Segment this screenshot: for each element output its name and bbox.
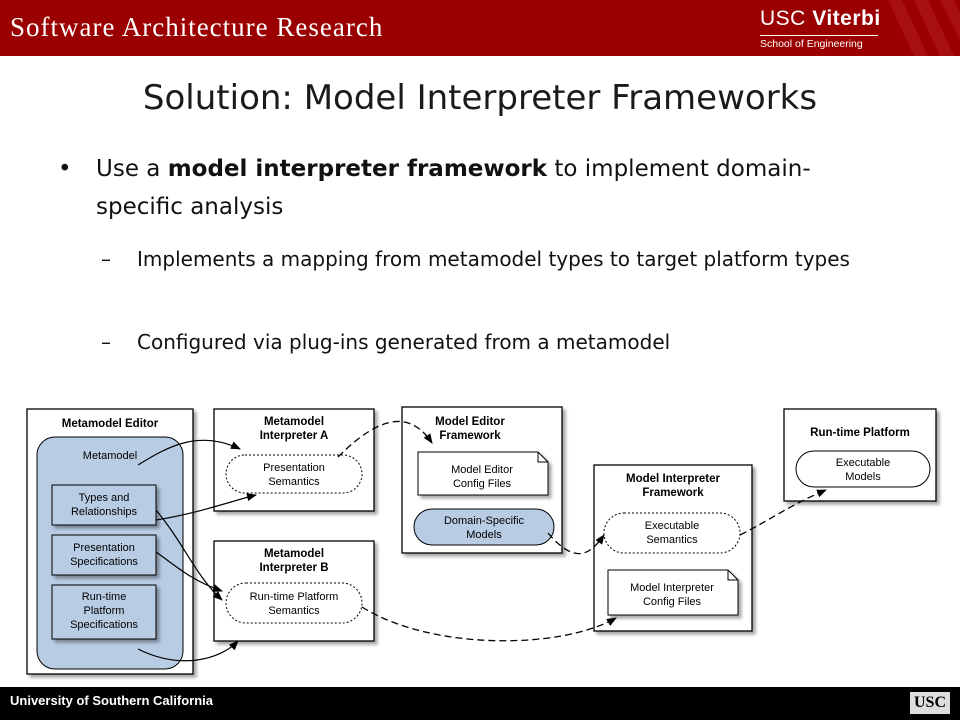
interpreter-b-title-1: Metamodel xyxy=(264,548,324,560)
solid-connectors xyxy=(137,439,257,662)
model-interpreter-config-doc xyxy=(607,569,739,616)
executable-semantics-label-2: Semantics xyxy=(646,534,698,546)
interpreter-a-title-2: Interpreter A xyxy=(260,430,329,442)
model-editor-framework-box: Model Editor Framework Model Editor Conf… xyxy=(401,406,563,554)
interpreter-b-box: Metamodel Interpreter B Run-time Platfor… xyxy=(213,540,375,642)
footer-bar: University of Southern California USC xyxy=(0,687,960,720)
metamodel-editor-box: Metamodel Editor Metamodel Types and Rel… xyxy=(26,408,194,675)
domain-specific-models-node xyxy=(413,508,555,546)
interpreter-a-box: Metamodel Interpreter A Presentation Sem… xyxy=(213,408,375,512)
sub-bullet-text: Implements a mapping from metamodel type… xyxy=(137,247,850,271)
executable-models-label-1: Executable xyxy=(836,457,890,469)
dashed-connectors xyxy=(337,420,827,642)
model-editor-title-1: Model Editor xyxy=(435,416,505,428)
bullet-dot: • xyxy=(58,156,72,182)
executable-semantics-node xyxy=(603,512,741,554)
usc-footer-logo: USC xyxy=(910,692,950,714)
runtime-specs-label-1: Run-time xyxy=(82,591,127,603)
types-relationships-box xyxy=(51,484,157,526)
presentation-specs-label-2: Specifications xyxy=(70,556,138,568)
bullet-text-pre: Use a xyxy=(96,156,168,182)
header-title: Software Architecture Research xyxy=(10,12,384,42)
bullet-text-post: to implement domain-specific analysis xyxy=(96,156,811,220)
runtime-semantics-label-1: Run-time Platform xyxy=(250,591,339,603)
architecture-diagram: Metamodel Editor Metamodel Types and Rel… xyxy=(26,406,937,675)
model-interpreter-title-1: Model Interpreter xyxy=(626,473,720,485)
bullet-main: • Use a model interpreter framework to i… xyxy=(58,150,896,226)
types-label-1: Types and xyxy=(79,492,130,504)
runtime-specs-label-2: Platform xyxy=(84,605,125,617)
runtime-semantics-label-2: Semantics xyxy=(268,605,320,617)
domain-models-label-1: Domain-Specific xyxy=(444,515,525,527)
model-editor-config-label-2: Config Files xyxy=(453,478,512,490)
metamodel-label: Metamodel xyxy=(83,450,137,462)
sub-bullet-text: Configured via plug-ins generated from a… xyxy=(137,330,671,354)
runtime-platform-box: Run-time Platform Executable Models xyxy=(783,408,937,502)
presentation-specs-label-1: Presentation xyxy=(73,542,135,554)
presentation-semantics-label-1: Presentation xyxy=(263,462,325,474)
runtime-specs-label-3: Specifications xyxy=(70,619,138,631)
presentation-semantics-node xyxy=(225,454,363,494)
usc-viterbi-logo: USC Viterbi School of Engineering xyxy=(760,7,881,50)
executable-models-label-2: Models xyxy=(845,471,881,483)
metamodel-editor-title: Metamodel Editor xyxy=(62,418,159,430)
dash-mark: – xyxy=(101,247,111,271)
header-decoration xyxy=(888,0,960,56)
presentation-specs-box xyxy=(51,534,157,576)
domain-models-label-2: Models xyxy=(466,529,502,541)
bullet-text-bold: model interpreter framework xyxy=(167,156,548,182)
footer-university: University of Southern California xyxy=(10,693,213,708)
runtime-semantics-node xyxy=(225,582,363,624)
model-interpreter-framework-box: Model Interpreter Framework Executable S… xyxy=(593,464,753,632)
model-editor-title-2: Framework xyxy=(439,430,501,442)
slide-title: Solution: Model Interpreter Frameworks xyxy=(142,78,818,118)
runtime-specs-box xyxy=(51,584,157,640)
interpreter-a-title-1: Metamodel xyxy=(264,416,324,428)
types-label-2: Relationships xyxy=(71,506,138,518)
logo-usc: USC xyxy=(760,7,806,30)
executable-semantics-label-1: Executable xyxy=(645,520,699,532)
model-editor-config-doc xyxy=(417,451,549,496)
executable-models-node xyxy=(795,450,931,488)
header-bar: Software Architecture Research USC Viter… xyxy=(0,0,960,56)
runtime-platform-title: Run-time Platform xyxy=(810,427,910,439)
model-interpreter-title-2: Framework xyxy=(642,487,704,499)
interpreter-b-title-2: Interpreter B xyxy=(259,562,328,574)
presentation-semantics-label-2: Semantics xyxy=(268,476,320,488)
interpreter-config-label-2: Config Files xyxy=(643,596,702,608)
logo-viterbi: Viterbi xyxy=(812,7,881,30)
dash-mark: – xyxy=(101,330,111,354)
logo-school: School of Engineering xyxy=(760,38,863,50)
model-editor-config-label-1: Model Editor xyxy=(451,464,513,476)
sub-bullet-1: – Implements a mapping from metamodel ty… xyxy=(101,243,897,275)
sub-bullet-2: – Configured via plug-ins generated from… xyxy=(101,326,897,358)
logo-divider xyxy=(760,35,878,36)
interpreter-config-label-1: Model Interpreter xyxy=(630,582,714,594)
